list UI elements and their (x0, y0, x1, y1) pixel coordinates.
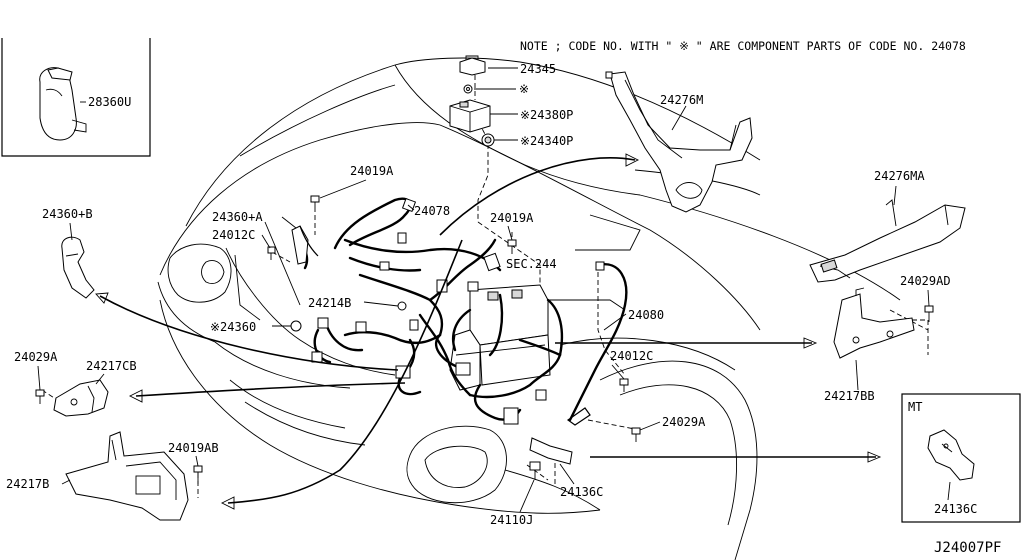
label-24012c-right: 24012C (610, 349, 653, 363)
part-24340p-shape (481, 133, 495, 147)
part-24029a-right-bolt (631, 427, 641, 442)
inset-box-mt (901, 393, 1021, 523)
label-24217cb: 24217CB (86, 359, 137, 373)
part-24217b-shape (65, 431, 203, 521)
part-24029ad-bolt (924, 305, 934, 322)
label-24080: 24080 (628, 308, 664, 322)
label-24136c-inset: 24136C (934, 502, 977, 516)
part-24345-shape (459, 55, 486, 76)
harness-24080 (546, 263, 628, 426)
catalog-code: J24007PF (934, 540, 1001, 556)
label-24276m: 24276M (660, 93, 703, 107)
label-24360b: 24360+B (42, 207, 93, 221)
label-24029a-left: 24029A (14, 350, 58, 364)
label-24029a-right: 24029A (662, 415, 706, 429)
part-24019a-top-bolt (310, 195, 320, 212)
label-24360: ※24360 (210, 320, 256, 334)
battery-assembly (449, 284, 551, 391)
part-24012c-right-bolt (619, 378, 629, 392)
label-24217b: 24217B (6, 477, 49, 491)
part-star-nut-shape (463, 84, 473, 94)
part-24380p-shape (449, 99, 491, 133)
label-mt: MT (908, 400, 922, 414)
part-24110j-bolt (529, 461, 541, 480)
part-24217bb-shape (833, 287, 915, 359)
label-24029ad: 24029AD (900, 274, 951, 288)
part-24360-shape (290, 320, 302, 332)
part-24136c-shape (529, 437, 573, 465)
part-24217cb-shape (35, 379, 109, 417)
label-24360a: 24360+A (212, 210, 263, 224)
part-24276ma-shape (809, 199, 966, 283)
part-24012c-left-bolt (267, 246, 276, 260)
part-24214b-shape (397, 301, 407, 311)
label-24019ab: 24019AB (168, 441, 219, 455)
label-24276ma: 24276MA (874, 169, 925, 183)
part-24360b-shape (61, 236, 95, 299)
label-24136c: 24136C (560, 485, 603, 499)
label-24217bb: 24217BB (824, 389, 875, 403)
part-24276m-shape (605, 71, 753, 213)
label-sec244: SEC.244 (506, 257, 557, 271)
label-24214b: 24214B (308, 296, 351, 310)
label-leader-ticks (37, 67, 951, 513)
part-24136c-inset-shape (927, 429, 975, 481)
leader-arrows (95, 153, 882, 510)
connector-blocks (311, 197, 605, 425)
note-text: NOTE ; CODE NO. WITH " ※ " ARE COMPONENT… (520, 39, 966, 53)
label-24012c-left: 24012C (212, 228, 255, 242)
label-24110j: 24110J (490, 513, 533, 527)
label-28360u: 28360U (88, 95, 131, 109)
label-24340p: ※24340P (520, 134, 573, 148)
inset-box-28360u (1, 38, 151, 157)
label-24078: 24078 (414, 204, 450, 218)
label-24345: 24345 (520, 62, 556, 76)
part-28360u-shape (39, 67, 87, 141)
label-24019a-top: 24019A (350, 164, 394, 178)
dashed-leaders (41, 75, 929, 498)
label-24019a-mid: 24019A (490, 211, 534, 225)
label-star-nut: ※ (519, 82, 529, 96)
part-24360a-shape (291, 225, 319, 265)
label-24380p: ※24380P (520, 108, 573, 122)
